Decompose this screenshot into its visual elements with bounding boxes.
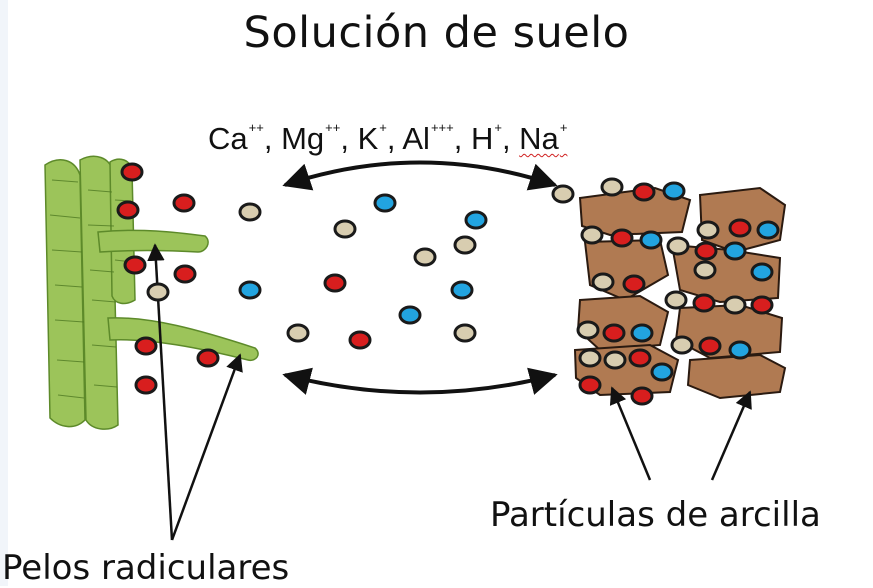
ion-list: Ca++, Mg++, K+, Al+++, H+, Na+ [208,103,568,156]
ion-separator: , [340,121,358,156]
blue-ion [450,280,474,300]
tan-ion [146,282,170,302]
red-ion [172,193,196,213]
left-margin-strip [0,0,8,586]
tan-ion [286,323,310,343]
red-ion [610,228,634,248]
tan-ion [664,290,688,310]
tan-ion [696,220,720,240]
blue-ion [464,210,488,230]
red-ion [698,336,722,356]
red-ion [196,348,220,368]
tan-ion [453,323,477,343]
red-ion [622,274,646,294]
ion-separator: , [501,121,520,156]
ion-charge: ++ [325,120,341,135]
ion-charge: + [379,120,387,135]
lower-exchange-arrow [282,367,558,395]
root-pointer-arrow-2 [170,353,243,541]
red-ion [123,255,147,275]
blue-ion [398,305,422,325]
ion-separator: , [453,121,471,156]
ion-mg: Mg++ [281,120,341,156]
ion-dots [116,162,780,406]
ion-charge: + [494,120,502,135]
red-ion [173,264,197,284]
tan-ion [670,335,694,355]
blue-ion [750,262,774,282]
tan-ion [580,225,604,245]
blue-ion [650,362,674,382]
blue-ion [662,181,686,201]
ion-ca: Ca++ [208,120,264,156]
red-ion [134,375,158,395]
red-ion [628,348,652,368]
blue-ion [639,230,663,250]
tan-ion [413,247,437,267]
red-ion [578,375,602,395]
blue-ion [238,280,262,300]
tan-ion [578,348,602,368]
red-ion [630,386,654,406]
exchange-arrows [282,160,558,395]
ion-charge: ++ [248,120,264,135]
ion-charge: +++ [430,120,454,135]
tan-ion [666,236,690,256]
red-ion [694,241,718,261]
ion-separator: , [386,121,403,156]
tan-ion [603,350,627,370]
tan-ion [693,260,717,280]
red-ion [323,273,347,293]
clay-particles-label: Partículas de arcilla [490,495,821,535]
blue-ion [756,220,780,240]
ion-k: K+ [357,120,387,156]
ion-h: H+ [470,120,502,156]
tan-ion [576,320,600,340]
blue-ion [630,323,654,343]
red-ion [728,218,752,238]
root-hairs-label: Pelos radiculares [2,548,290,588]
tan-ion [591,272,615,292]
red-ion [134,336,158,356]
upper-exchange-arrow [282,160,558,191]
red-ion [348,330,372,350]
tan-ion [333,219,357,239]
ion-al: Al+++ [402,120,454,156]
red-ion [750,295,774,315]
red-ion [116,200,140,220]
red-ion [692,293,716,313]
ion-charge: + [559,120,568,135]
red-ion [120,162,144,182]
clay-pointer-arrow-2 [710,390,752,481]
ion-separator: , [263,121,282,156]
tan-ion [600,177,624,197]
ion-na: Na+ [519,120,568,156]
red-ion [632,182,656,202]
tan-ion [551,184,575,204]
diagram-title: Solución de suelo [243,8,630,58]
tan-ion [723,295,747,315]
blue-ion [373,193,397,213]
blue-ion [728,340,752,360]
tan-ion [238,202,262,222]
tan-ion [453,235,477,255]
clay-pointer-arrow-1 [609,386,652,481]
blue-ion [723,241,747,261]
red-ion [602,323,626,343]
